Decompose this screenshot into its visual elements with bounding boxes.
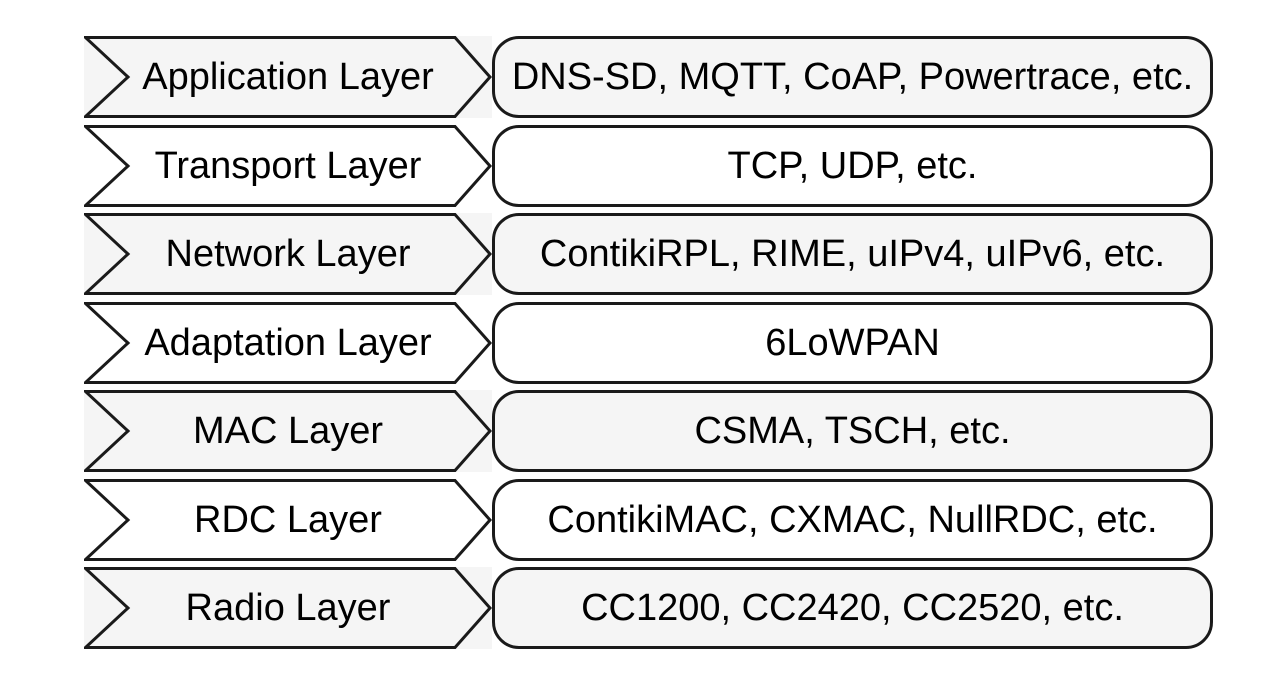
layer-stack: Application Layer DNS-SD, MQTT, CoAP, Po… (84, 36, 1213, 649)
layer-name-label: Adaptation Layer (144, 321, 432, 364)
layer-name-label: Application Layer (142, 56, 434, 98)
protocols-label: ContikiRPL, RIME, uIPv4, uIPv6, etc. (539, 233, 1166, 275)
arrow-banner-graphic (84, 390, 492, 472)
layer-row-rdc: RDC Layer ContikiMAC, CXMAC, NullRDC, et… (84, 478, 1213, 561)
layer-banner-transport: Transport Layer (84, 124, 492, 207)
arrow-banner-graphic (84, 301, 492, 384)
protocols-box-network: ContikiRPL, RIME, uIPv4, uIPv6, etc. (492, 213, 1213, 295)
layer-banner-radio: Radio Layer (84, 567, 492, 649)
arrow-banner-shape (84, 36, 492, 118)
layer-row-network: Network Layer ContikiRPL, RIME, uIPv4, u… (84, 213, 1213, 295)
protocols-label: CC1200, CC2420, CC2520, etc. (581, 587, 1124, 629)
arrow-banner-graphic (84, 567, 492, 649)
arrow-banner-graphic (84, 36, 492, 118)
arrow-banner-graphic (84, 213, 492, 295)
protocols-box-application: DNS-SD, MQTT, CoAP, Powertrace, etc. (492, 36, 1213, 118)
arrow-banner-shape (84, 124, 492, 207)
layer-row-application: Application Layer DNS-SD, MQTT, CoAP, Po… (84, 36, 1213, 118)
protocols-box-radio: CC1200, CC2420, CC2520, etc. (492, 567, 1213, 649)
layer-banner-adaptation: Adaptation Layer (84, 301, 492, 384)
arrow-banner-shape (84, 478, 492, 561)
layer-name-label: Network Layer (165, 233, 411, 275)
arrow-banner-shape (84, 301, 492, 384)
arrow-banner-shape (84, 567, 492, 649)
layer-banner-network: Network Layer (84, 213, 492, 295)
protocols-label: ContikiMAC, CXMAC, NullRDC, etc. (547, 498, 1158, 541)
layer-name-label: Radio Layer (185, 587, 391, 629)
layer-row-adaptation: Adaptation Layer 6LoWPAN (84, 301, 1213, 384)
layer-name-label: Transport Layer (154, 144, 422, 187)
arrow-banner-graphic (84, 124, 492, 207)
protocols-label: DNS-SD, MQTT, CoAP, Powertrace, etc. (511, 56, 1194, 98)
layer-banner-mac: MAC Layer (84, 390, 492, 472)
arrow-banner-shape (84, 390, 492, 472)
protocols-box-transport: TCP, UDP, etc. (492, 124, 1213, 207)
protocols-box-mac: CSMA, TSCH, etc. (492, 390, 1213, 472)
arrow-banner-shape (84, 213, 492, 295)
layer-name-label: MAC Layer (192, 410, 384, 452)
protocols-label: TCP, UDP, etc. (727, 144, 978, 187)
protocols-box-rdc: ContikiMAC, CXMAC, NullRDC, etc. (492, 478, 1213, 561)
layer-banner-rdc: RDC Layer (84, 478, 492, 561)
arrow-banner-graphic (84, 478, 492, 561)
layer-row-transport: Transport Layer TCP, UDP, etc. (84, 124, 1213, 207)
layer-banner-application: Application Layer (84, 36, 492, 118)
protocols-label: CSMA, TSCH, etc. (694, 410, 1011, 452)
layer-row-mac: MAC Layer CSMA, TSCH, etc. (84, 390, 1213, 472)
protocols-label: 6LoWPAN (765, 321, 940, 364)
layer-name-label: RDC Layer (194, 498, 382, 541)
layer-row-radio: Radio Layer CC1200, CC2420, CC2520, etc. (84, 567, 1213, 649)
protocols-box-adaptation: 6LoWPAN (492, 301, 1213, 384)
